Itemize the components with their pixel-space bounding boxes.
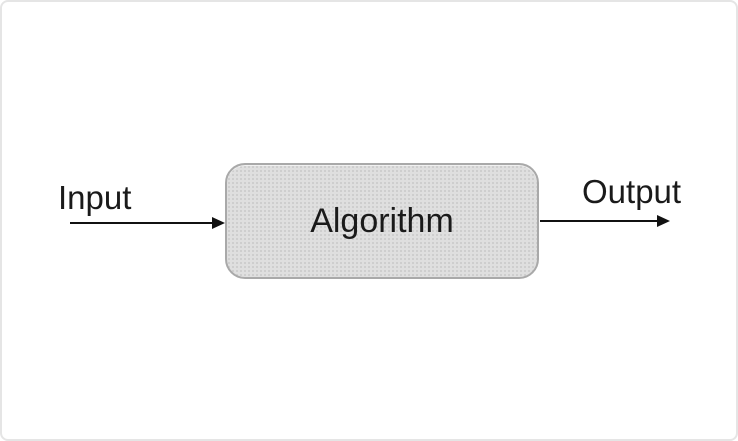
input-label: Input bbox=[58, 179, 132, 216]
input-arrow-line bbox=[70, 222, 213, 224]
algorithm-box-label: Algorithm bbox=[310, 201, 454, 240]
algorithm-box: Algorithm bbox=[225, 163, 539, 279]
output-arrowhead-icon bbox=[657, 215, 670, 227]
output-arrow-line bbox=[540, 220, 658, 222]
input-arrowhead-icon bbox=[212, 217, 225, 229]
output-label: Output bbox=[582, 173, 682, 210]
